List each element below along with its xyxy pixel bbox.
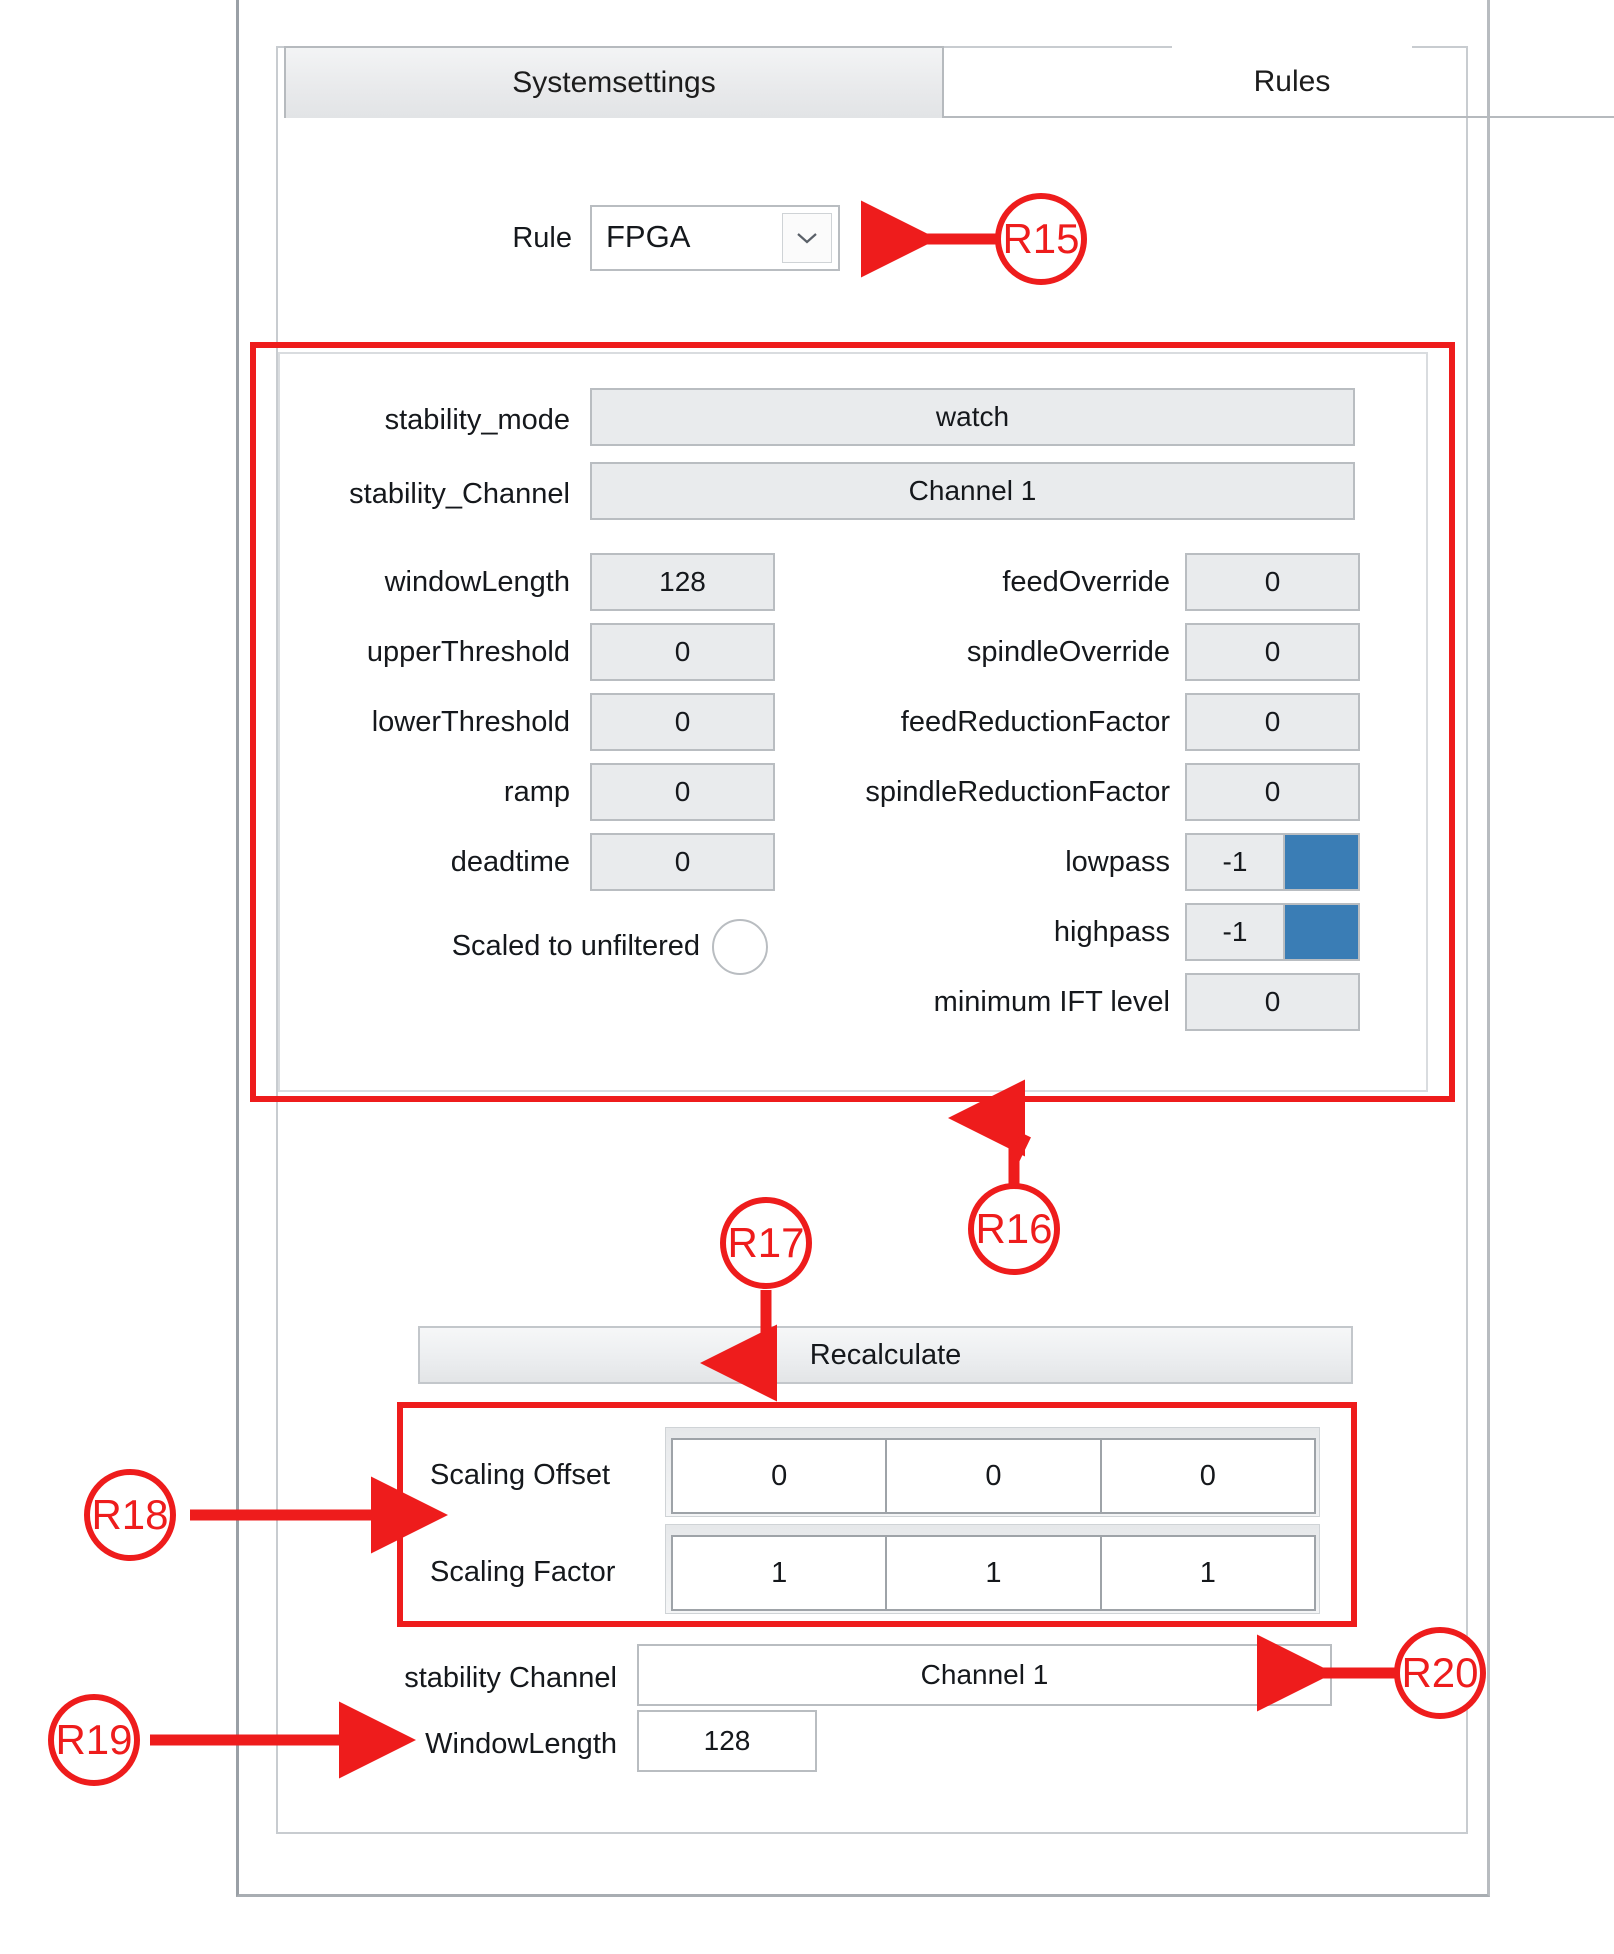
field-lowpass-value: -1 [1222,846,1248,877]
scaling-factor-cell-3[interactable]: 1 [1099,1535,1316,1611]
field-stability-mode[interactable]: watch [590,388,1355,446]
field-upper-threshold-value: 0 [674,636,691,667]
field-ramp[interactable]: 0 [590,763,775,821]
field-feed-reduction-factor-value: 0 [1264,706,1281,737]
field-lowpass[interactable]: -1 [1185,833,1285,891]
label-scaling-offset: Scaling Offset [430,1459,611,1491]
field-spindle-override-value: 0 [1264,636,1281,667]
annotation-r15: R15 [995,193,1087,285]
label-scaled-to-unfiltered: Scaled to unfiltered [451,930,700,962]
label-lower-threshold: lowerThreshold [371,706,570,738]
field-highpass-value: -1 [1222,916,1248,947]
field-feed-override-value: 0 [1264,566,1281,597]
field-lower-threshold[interactable]: 0 [590,693,775,751]
scaled-to-unfiltered-radio[interactable] [712,919,768,975]
annotation-r16: R16 [968,1183,1060,1275]
annotation-r17-label: R17 [727,1219,805,1266]
recalculate-button[interactable]: Recalculate [418,1326,1353,1384]
tab-rules[interactable]: Rules [1172,46,1412,118]
annotation-r17: R17 [720,1197,812,1289]
rule-dropdown-value: FPGA [606,219,691,254]
annotation-r19: R19 [48,1694,140,1786]
tab-systemsettings[interactable]: Systemsettings [284,46,944,118]
field-upper-threshold[interactable]: 0 [590,623,775,681]
label-upper-threshold: upperThreshold [366,636,570,668]
label-spindle-reduction-factor: spindleReductionFactor [865,776,1170,808]
field-ramp-value: 0 [674,776,691,807]
tab-strip: Systemsettings Rules [276,46,1614,118]
scaling-offset-cell-3[interactable]: 0 [1099,1438,1316,1514]
field-minimum-ift-level-value: 0 [1264,986,1281,1017]
label-stability-mode: stability_mode [384,404,570,436]
tab-systemsettings-label: Systemsettings [512,66,716,99]
label-bottom-window-length: WindowLength [425,1728,617,1760]
label-feed-reduction-factor: feedReductionFactor [900,706,1170,738]
field-bottom-window-length-value: 128 [703,1725,751,1756]
annotation-r15-label: R15 [1002,215,1080,262]
field-bottom-stability-channel-value: Channel 1 [920,1659,1049,1690]
annotation-r16-label: R16 [975,1205,1053,1252]
annotation-r20: R20 [1394,1627,1486,1719]
field-stability-channel[interactable]: Channel 1 [590,462,1355,520]
lowpass-color-swatch[interactable] [1285,833,1360,891]
field-window-length-value: 128 [659,566,706,597]
label-minimum-ift-level: minimum IFT level [933,986,1170,1018]
field-deadtime-value: 0 [674,846,691,877]
tab-underline [944,116,1614,118]
rule-dropdown[interactable]: FPGA [590,205,840,271]
field-minimum-ift-level[interactable]: 0 [1185,973,1360,1031]
annotation-r19-label: R19 [55,1716,133,1763]
rule-label: Rule [512,222,572,254]
annotation-r18: R18 [84,1469,176,1561]
label-scaling-factor: Scaling Factor [430,1556,616,1588]
field-lower-threshold-value: 0 [674,706,691,737]
field-highpass[interactable]: -1 [1185,903,1285,961]
field-deadtime[interactable]: 0 [590,833,775,891]
label-lowpass: lowpass [1065,846,1170,878]
label-deadtime: deadtime [450,846,570,878]
field-feed-override[interactable]: 0 [1185,553,1360,611]
scaling-offset-cell-1[interactable]: 0 [671,1438,886,1514]
field-stability-channel-value: Channel 1 [908,475,1037,506]
scaling-factor-row: 1 1 1 [665,1524,1320,1614]
label-ramp: ramp [503,776,570,808]
rules-group-highlight [250,342,1455,1102]
field-bottom-window-length[interactable]: 128 [637,1710,817,1772]
field-bottom-stability-channel[interactable]: Channel 1 [637,1644,1332,1706]
scaling-factor-cell-1[interactable]: 1 [671,1535,886,1611]
field-stability-mode-value: watch [935,401,1010,432]
label-spindle-override: spindleOverride [966,636,1170,668]
scaling-offset-row: 0 0 0 [665,1427,1320,1517]
field-spindle-override[interactable]: 0 [1185,623,1360,681]
label-window-length: windowLength [384,566,570,598]
recalculate-button-label: Recalculate [809,1338,962,1371]
field-window-length[interactable]: 128 [590,553,775,611]
annotation-r20-label: R20 [1401,1649,1479,1696]
annotation-r18-label: R18 [91,1491,169,1538]
chevron-down-icon[interactable] [782,213,832,263]
label-bottom-stability-channel: stability Channel [404,1662,617,1694]
field-feed-reduction-factor[interactable]: 0 [1185,693,1360,751]
label-highpass: highpass [1053,916,1170,948]
tab-rules-label: Rules [1253,65,1331,98]
scaling-group-highlight [397,1402,1357,1627]
label-feed-override: feedOverride [1002,566,1170,598]
label-stability-channel: stability_Channel [349,478,570,510]
highpass-color-swatch[interactable] [1285,903,1360,961]
field-spindle-reduction-factor-value: 0 [1264,776,1281,807]
scaling-factor-cell-2[interactable]: 1 [885,1535,1100,1611]
field-spindle-reduction-factor[interactable]: 0 [1185,763,1360,821]
scaling-offset-cell-2[interactable]: 0 [885,1438,1100,1514]
